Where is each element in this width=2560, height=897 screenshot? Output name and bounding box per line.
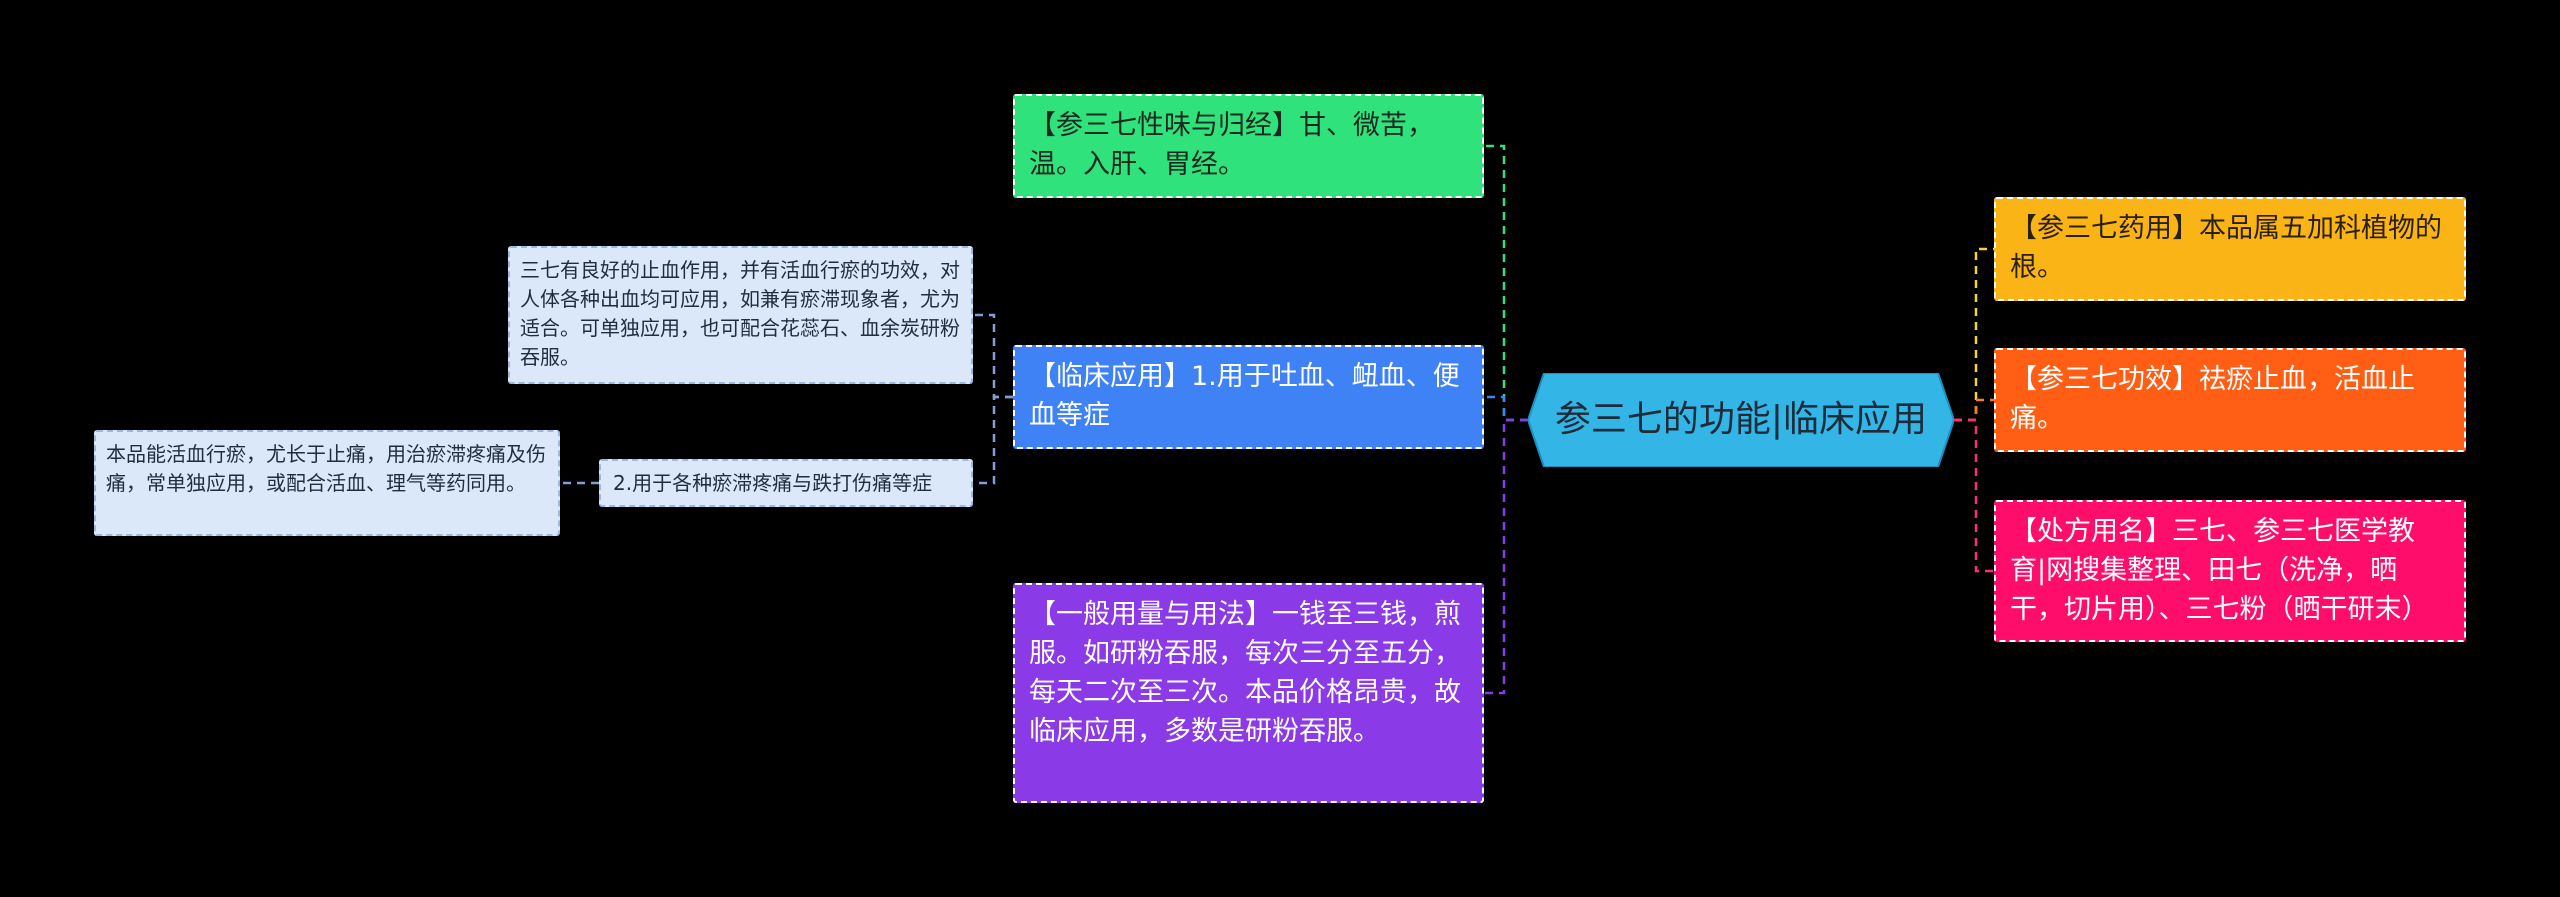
link-clinical-detail xyxy=(973,313,1013,399)
clinical-sub-topic[interactable]: 2.用于各种瘀滞疼痛与跌打伤痛等症 xyxy=(599,459,973,507)
central-topic[interactable]: 参三七的功能|临床应用 xyxy=(1528,373,1954,467)
topic-taste-meridian[interactable]: 【参三七性味与归经】甘、微苦，温。入肝、胃经。 xyxy=(1013,94,1484,198)
link-efficacy xyxy=(1954,398,1994,422)
central-topic-title: 参三七的功能|临床应用 xyxy=(1554,399,1928,440)
link-taste xyxy=(1484,144,1528,422)
clinical-sub-detail-note[interactable]: 本品能活血行瘀，尤长于止痛，用治瘀滞疼痛及伤痛，常单独应用，或配合活血、理气等药… xyxy=(94,430,560,536)
central-topic-shape xyxy=(1528,373,1954,467)
link-prescription xyxy=(1954,418,1994,573)
link-medicinal xyxy=(1954,247,1994,422)
topic-medicinal-part[interactable]: 【参三七药用】本品属五加科植物的根。 xyxy=(1994,197,2466,301)
clinical-detail-note[interactable]: 三七有良好的止血作用，并有活血行瘀的功效，对人体各种出血均可应用，如兼有瘀滞现象… xyxy=(508,246,973,384)
topic-efficacy[interactable]: 【参三七功效】祛瘀止血，活血止痛。 xyxy=(1994,348,2466,452)
topic-dosage-usage[interactable]: 【一般用量与用法】一钱至三钱，煎服。如研粉吞服，每次三分至五分，每天二次至三次。… xyxy=(1013,583,1484,803)
topic-clinical-use[interactable]: 【临床应用】1.用于吐血、衄血、便血等症 xyxy=(1013,345,1484,449)
link-dosage xyxy=(1484,418,1528,695)
link-clinical xyxy=(1484,395,1528,422)
topic-prescription-names[interactable]: 【处方用名】三七、参三七医学教育|网搜集整理、田七（洗净，晒干，切片用）、三七粉… xyxy=(1994,500,2466,642)
link-clinical-sub xyxy=(973,395,1013,485)
